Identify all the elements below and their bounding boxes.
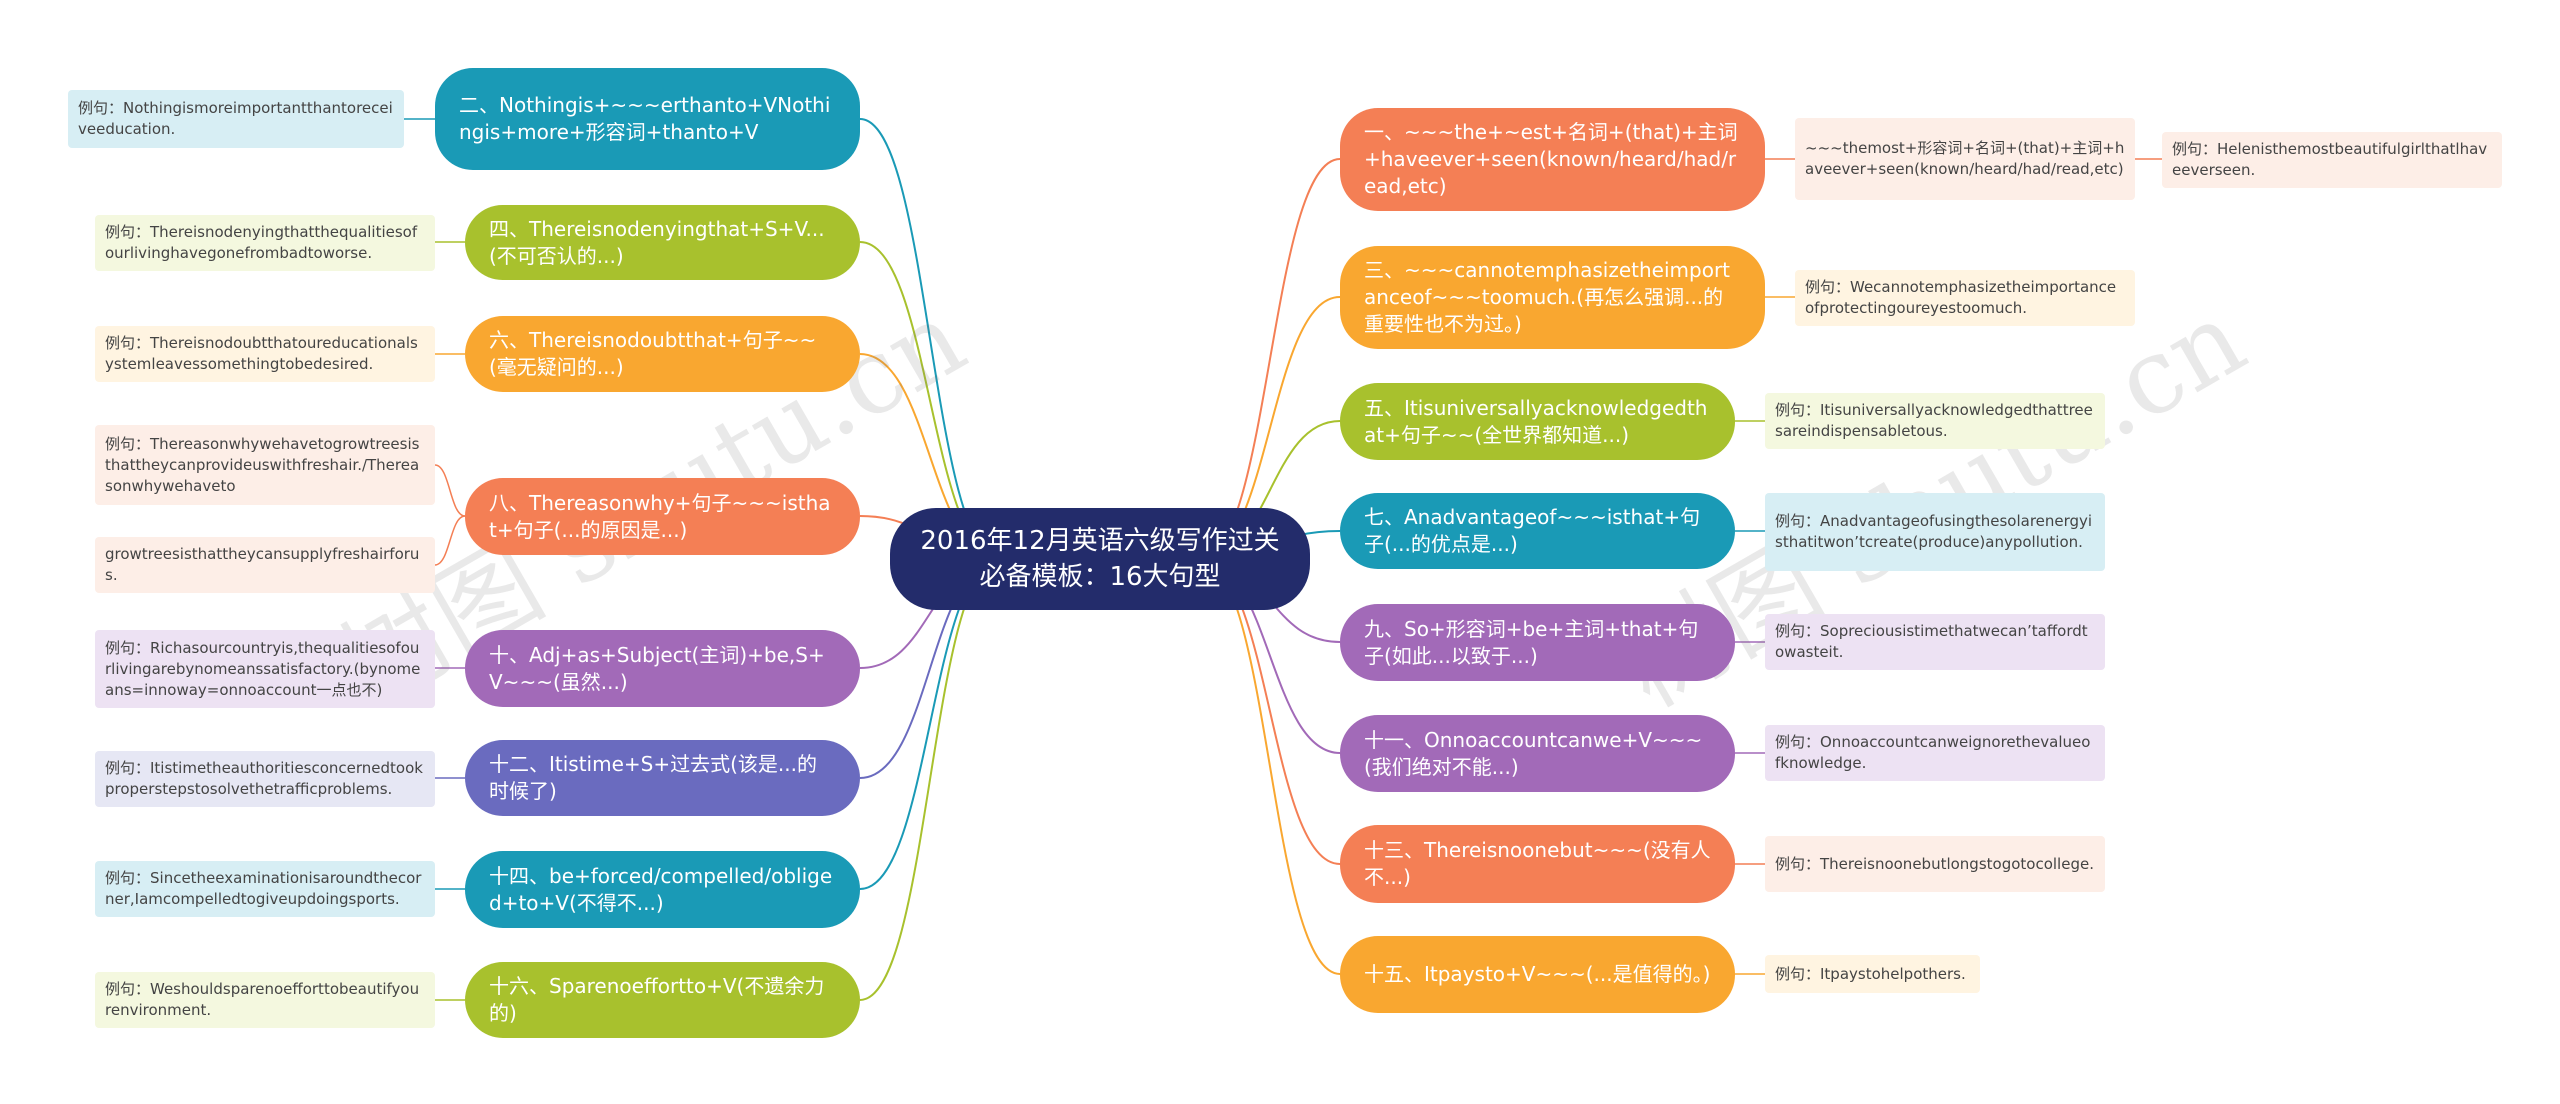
- edge-root-n15: [1199, 558, 1341, 975]
- example-8-part1: 例句：Thereasonwhywehavetogrowtreesisthatth…: [95, 425, 435, 505]
- branch-1-superlative[interactable]: 一、~~~the+~est+名词+(that)+主词+haveever+seen…: [1340, 108, 1765, 211]
- edge-root-n16: [859, 558, 1001, 1001]
- branch-16-sparenoeffort[interactable]: 十六、Sparenoeffortto+V(不遗余力的): [465, 962, 860, 1038]
- root-topic[interactable]: 2016年12月英语六级写作过关必备模板：16大句型: [890, 508, 1310, 610]
- edge-n8-ex1: [434, 464, 466, 517]
- example-11: 例句：Onnoaccountcanweignorethevalueofknowl…: [1765, 725, 2105, 781]
- example-5: 例句：Itisuniversallyacknowledgedthattreesa…: [1765, 393, 2105, 449]
- example-15: 例句：Itpaystohelpothers.: [1765, 955, 1980, 993]
- example-16: 例句：Weshouldsparenoefforttobeautifyourenv…: [95, 972, 435, 1028]
- example-3: 例句：Wecannotemphasizetheimportanceofprote…: [1795, 270, 2135, 326]
- example-2: 例句：Nothingismoreimportantthantoreceiveed…: [68, 90, 404, 148]
- branch-6-thereisnodoubt[interactable]: 六、Thereisnodoubtthat+句子~~(毫无疑问的...): [465, 316, 860, 392]
- branch-12-itistime[interactable]: 十二、Itistime+S+过去式(该是...的时候了): [465, 740, 860, 816]
- branch-15-itpaysto[interactable]: 十五、Itpaysto+V~~~(...是值得的。): [1340, 936, 1735, 1013]
- example-14: 例句：Sincetheexaminationisaroundthecorner,…: [95, 861, 435, 917]
- template-1: ~~~themost+形容词+名词+(that)+主词+haveever+see…: [1795, 118, 2135, 200]
- example-12: 例句：Itistimetheauthoritiesconcernedtookpr…: [95, 751, 435, 807]
- branch-7-advantage[interactable]: 七、Anadvantageof~~~isthat+句子(...的优点是...): [1340, 493, 1735, 569]
- example-9: 例句：Sopreciousistimethatwecan’taffordtowa…: [1765, 614, 2105, 670]
- example-4: 例句：Thereisnodenyingthatthequalitiesofour…: [95, 215, 435, 271]
- edge-root-n1: [1199, 158, 1341, 560]
- example-7: 例句：Anadvantageofusingthesolarenergyistha…: [1765, 493, 2105, 571]
- example-6: 例句：Thereisnodoubtthatoureducationalsyste…: [95, 326, 435, 382]
- branch-11-onnoaccount[interactable]: 十一、Onnoaccountcanwe+V~~~(我们绝对不能...): [1340, 715, 1735, 792]
- example-10: 例句：Richasourcountryis,thequalitiesofourl…: [95, 630, 435, 708]
- example-13: 例句：Thereisnoonebutlongstogotocollege.: [1765, 836, 2105, 892]
- example-1: 例句：Helenisthemostbeautifulgirlthatlhavee…: [2162, 132, 2502, 188]
- branch-10-adj-as-subject[interactable]: 十、Adj+as+Subject(主词)+be,S+V~~~(虽然...): [465, 630, 860, 707]
- edge-n8-ex2: [434, 515, 466, 566]
- branch-13-thereisnoone[interactable]: 十三、Thereisnoonebut~~~(没有人不...): [1340, 825, 1735, 903]
- example-8-part2: growtreesisthattheycansupplyfreshairforu…: [95, 537, 435, 593]
- branch-3-cannotemphasize[interactable]: 三、~~~cannotemphasizetheimportanceof~~~to…: [1340, 246, 1765, 349]
- branch-8-thereasonwhy[interactable]: 八、Thereasonwhy+句子~~~isthat+句子(...的原因是...…: [465, 478, 860, 555]
- edge-root-n2: [859, 118, 1001, 560]
- branch-4-thereisnodenying[interactable]: 四、Thereisnodenyingthat+S+V...(不可否认的...): [465, 205, 860, 280]
- branch-9-so-adj[interactable]: 九、So+形容词+be+主词+that+句子(如此...以致于...): [1340, 604, 1735, 681]
- branch-14-beforced[interactable]: 十四、be+forced/compelled/obliged+to+V(不得不.…: [465, 851, 860, 928]
- branch-5-universally[interactable]: 五、Itisuniversallyacknowledgedthat+句子~~(全…: [1340, 383, 1735, 460]
- branch-2-nothingis[interactable]: 二、Nothingis+~~~erthanto+VNothingis+more+…: [435, 68, 860, 170]
